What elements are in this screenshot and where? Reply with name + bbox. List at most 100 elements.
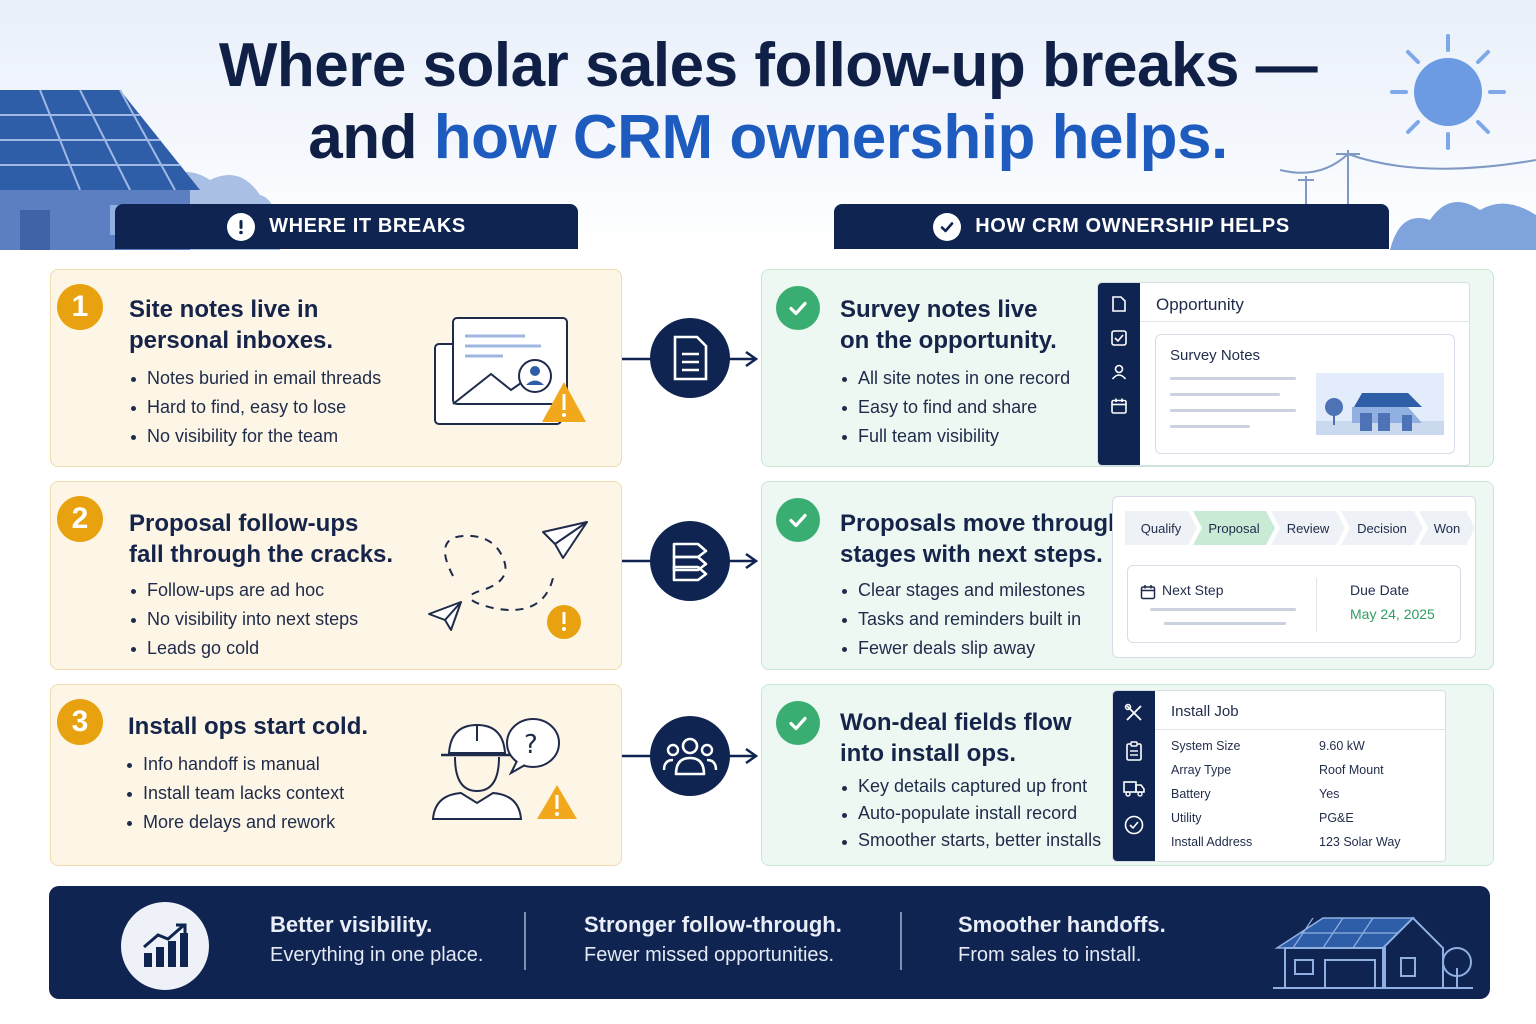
problem-card-3: 3 Install ops start cold. Info handoff i… (50, 684, 622, 866)
stage-review[interactable]: Review (1271, 511, 1345, 545)
next-step-line (1150, 608, 1296, 611)
opportunity-panel: Opportunity Survey Notes (1097, 282, 1470, 466)
next-step-line (1164, 622, 1286, 625)
document-icon[interactable] (1110, 295, 1128, 313)
footer-benefit-1: Better visibility. Everything in one pla… (270, 910, 483, 970)
list-item: Tasks and reminders built in (840, 605, 1085, 634)
list-item: Clear stages and milestones (840, 576, 1085, 605)
panel-divider (1155, 729, 1445, 730)
check-circle-icon[interactable] (1124, 815, 1144, 835)
opportunity-title: Opportunity (1156, 295, 1244, 314)
list-item: Install team lacks context (125, 779, 344, 808)
problem-title-1: Site notes live in personal inboxes. (129, 294, 333, 356)
stage-decision[interactable]: Decision (1341, 511, 1423, 545)
solution-bullets-2: Clear stages and milestones Tasks and re… (840, 576, 1085, 663)
team-hub (650, 716, 730, 796)
check-icon (776, 498, 820, 542)
install-label-array-type: Array Type (1171, 763, 1232, 777)
solution-title-3-line-1: Won-deal fields flow (840, 709, 1072, 736)
install-value-battery: Yes (1319, 787, 1340, 801)
solution-title-3: Won-deal fields flow into install ops. (840, 707, 1072, 769)
note-line (1170, 377, 1296, 380)
stage-won[interactable]: Won (1419, 511, 1475, 545)
problem-bullets-3: Info handoff is manual Install team lack… (125, 750, 344, 837)
stage-qualify[interactable]: Qualify (1125, 511, 1197, 545)
house-photo-thumbnail (1316, 373, 1444, 435)
checkbox-icon[interactable] (1110, 329, 1128, 347)
solution-title-1: Survey notes live on the opportunity. (840, 294, 1057, 356)
opportunity-side-rail (1098, 283, 1140, 465)
solution-title-2-line-2: stages with next steps. (840, 541, 1103, 568)
stages-hub (650, 521, 730, 601)
problem-title-2-line-1: Proposal follow-ups (129, 510, 359, 537)
pipeline-stages: Qualify Proposal Review Decision Won (1125, 511, 1471, 545)
footer-benefit-2-sub: Fewer missed opportunities. (584, 944, 835, 966)
problem-title-1-line-1: Site notes live in (129, 296, 319, 323)
title-line-1: Where solar sales follow-up breaks — (218, 31, 1318, 100)
install-label-utility: Utility (1171, 811, 1202, 825)
problem-number-3: 3 (57, 699, 103, 745)
problem-bullets-2: Follow-ups are ad hoc No visibility into… (129, 576, 358, 663)
footer-divider (900, 912, 902, 970)
list-item: Fewer deals slip away (840, 634, 1085, 663)
problem-card-2: 2 Proposal follow-ups fall through the c… (50, 481, 622, 670)
svg-text:?: ? (524, 730, 538, 760)
user-icon[interactable] (1110, 363, 1128, 381)
solution-bullets-1: All site notes in one record Easy to fin… (840, 364, 1070, 451)
list-item: Info handoff is manual (125, 750, 344, 779)
team-icon (662, 737, 718, 776)
solution-title-2-line-1: Proposals move through (840, 510, 1123, 537)
list-item: Auto-populate install record (840, 800, 1101, 827)
problem-title-3: Install ops start cold. (128, 711, 368, 742)
install-side-rail (1113, 691, 1155, 861)
benefits-footer: Better visibility. Everything in one pla… (49, 886, 1490, 999)
due-date-value: May 24, 2025 (1350, 606, 1435, 622)
vertical-divider (1316, 578, 1317, 632)
install-value-utility: PG&E (1319, 811, 1354, 825)
next-step-label: Next Step (1162, 582, 1224, 598)
list-item: Follow-ups are ad hoc (129, 576, 358, 605)
title-line-2-prefix: and (308, 103, 434, 172)
calendar-icon[interactable] (1110, 397, 1128, 415)
list-item: Key details captured up front (840, 773, 1101, 800)
truck-icon[interactable] (1123, 779, 1145, 797)
next-step-box: Next Step Due Date May 24, 2025 (1127, 565, 1461, 643)
install-job-panel: Install Job System Size 9.60 kW Array Ty… (1112, 690, 1446, 862)
problem-title-3-line-1: Install ops start cold. (128, 713, 369, 740)
warning-icon (227, 212, 256, 241)
problem-title-2-line-2: fall through the cracks. (129, 541, 394, 568)
stage-proposal[interactable]: Proposal (1193, 511, 1275, 545)
footer-benefit-3: Smoother handoffs. From sales to install… (958, 910, 1166, 970)
clipboard-icon[interactable] (1125, 741, 1143, 761)
solution-title-1-line-1: Survey notes live (840, 296, 1038, 323)
list-item: Full team visibility (840, 422, 1070, 451)
list-item: All site notes in one record (840, 364, 1070, 393)
problem-title-2: Proposal follow-ups fall through the cra… (129, 508, 393, 570)
where-it-breaks-label: WHERE IT BREAKS (269, 215, 466, 237)
problem-bullets-1: Notes buried in email threads Hard to fi… (129, 364, 381, 451)
install-value-address: 123 Solar Way (1319, 835, 1401, 849)
footer-benefit-2-title: Stronger follow-through. (584, 912, 842, 937)
document-hub (650, 318, 730, 398)
problem-number-2: 2 (57, 496, 103, 542)
title-line-2-accent: how CRM ownership helps. (433, 103, 1229, 172)
note-line (1170, 425, 1250, 428)
list-item: Smoother starts, better installs (840, 827, 1101, 854)
solution-title-1-line-2: on the opportunity. (840, 327, 1057, 354)
install-job-title: Install Job (1171, 703, 1239, 720)
list-item: More delays and rework (125, 808, 344, 837)
install-label-battery: Battery (1171, 787, 1211, 801)
list-item: Easy to find and share (840, 393, 1070, 422)
solution-card-2: Proposals move through stages with next … (761, 481, 1494, 670)
solution-card-1: Survey notes live on the opportunity. Al… (761, 269, 1494, 467)
tools-icon[interactable] (1124, 703, 1144, 723)
survey-notes-section: Survey Notes (1155, 334, 1455, 454)
list-item: No visibility for the team (129, 422, 381, 451)
list-item: No visibility into next steps (129, 605, 358, 634)
check-icon (933, 212, 962, 241)
note-line (1170, 393, 1280, 396)
house-solar-icon (1273, 916, 1473, 989)
due-date-label: Due Date (1350, 582, 1410, 598)
footer-benefit-1-title: Better visibility. (270, 912, 433, 937)
title-line-2: and how CRM ownership helps. (0, 102, 1536, 174)
